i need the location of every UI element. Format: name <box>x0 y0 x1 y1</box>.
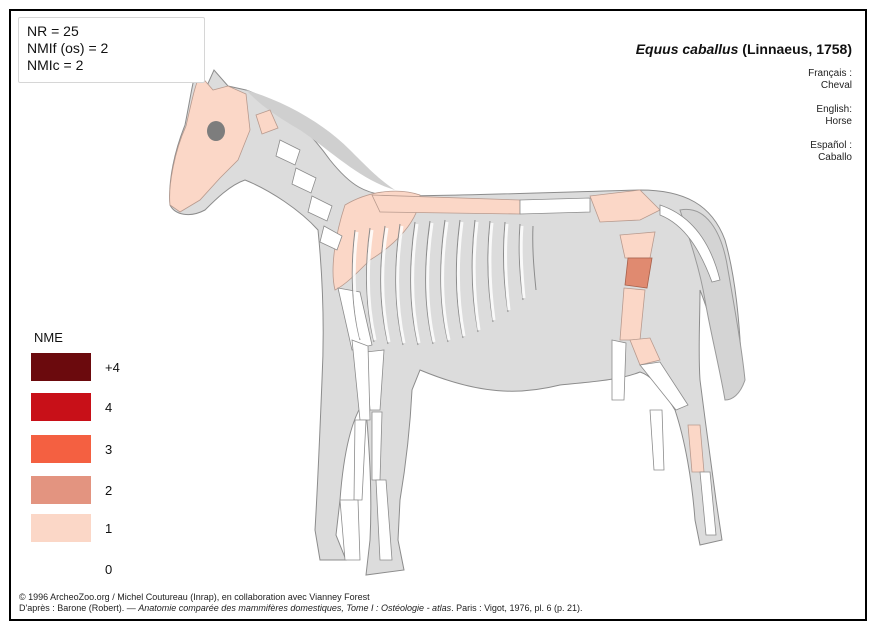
bone-femur <box>625 258 652 288</box>
lang-name: Horse <box>808 116 852 128</box>
specimen-counts: NR = 25 NMIf (os) = 2 NMIc = 2 <box>18 17 205 83</box>
legend-label: 0 <box>105 562 112 577</box>
species-authority: (Linnaeus, 1758) <box>742 41 852 57</box>
credit-line-1: © 1996 ArcheoZoo.org / Michel Coutureau … <box>19 592 582 603</box>
legend-label: +4 <box>105 360 120 375</box>
legend-swatch <box>31 435 91 463</box>
legend-swatch <box>31 476 91 504</box>
lang-name: Caballo <box>808 152 852 164</box>
legend-item: +4 <box>31 353 120 381</box>
credit-suffix: . Paris : Vigot, 1976, pl. 6 (p. 21). <box>451 603 582 613</box>
species-title: Equus caballus (Linnaeus, 1758) <box>636 41 852 57</box>
bone-femur-upper <box>620 232 655 258</box>
credit-line-2: D'après : Barone (Robert). — Anatomie co… <box>19 603 582 614</box>
common-name-en: English: Horse <box>808 104 852 128</box>
legend-swatch <box>31 555 91 583</box>
count-nmic: NMIc = 2 <box>27 57 204 74</box>
lang-label: Español : <box>808 140 852 152</box>
credits: © 1996 ArcheoZoo.org / Michel Coutureau … <box>19 592 582 614</box>
legend-item: 4 <box>31 393 112 421</box>
lang-label: Français : <box>808 68 852 80</box>
legend-item: 2 <box>31 476 112 504</box>
legend-swatch <box>31 393 91 421</box>
legend-item: 0 <box>31 555 112 583</box>
count-nmif: NMIf (os) = 2 <box>27 40 204 57</box>
species-name: Equus caballus <box>636 41 739 57</box>
legend-label: 3 <box>105 442 112 457</box>
credit-prefix: D'après : Barone (Robert). — <box>19 603 138 613</box>
count-nr: NR = 25 <box>27 23 204 40</box>
legend-swatch <box>31 353 91 381</box>
legend-label: 4 <box>105 400 112 415</box>
legend-label: 2 <box>105 483 112 498</box>
common-name-fr: Français : Cheval <box>808 68 852 92</box>
legend-swatch <box>31 514 91 542</box>
lang-name: Cheval <box>808 80 852 92</box>
lang-label: English: <box>808 104 852 116</box>
legend-item: 3 <box>31 435 112 463</box>
orbit-mark <box>207 121 225 141</box>
credit-title: Anatomie comparée des mammifères domesti… <box>138 603 451 613</box>
horse-silhouette <box>170 70 742 575</box>
common-name-es: Español : Caballo <box>808 140 852 164</box>
common-names: Français : Cheval English: Horse Español… <box>808 68 852 176</box>
legend-title: NME <box>34 330 63 345</box>
legend-label: 1 <box>105 521 112 536</box>
legend-item: 1 <box>31 514 112 542</box>
